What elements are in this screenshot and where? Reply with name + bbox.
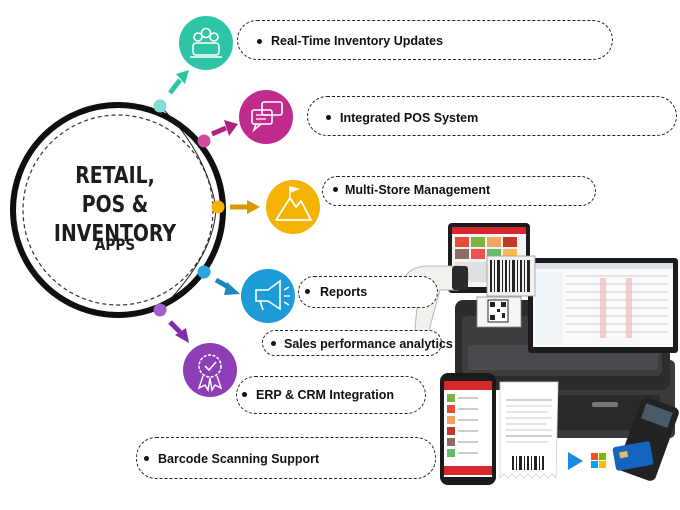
mountain-flag-icon: [266, 180, 320, 234]
qr-code-label: [476, 296, 522, 328]
arrow-teal-icon: [168, 70, 189, 95]
hub-title-line2: INVENTORY: [53, 221, 177, 247]
play-store-icon: [568, 452, 583, 470]
bullet: [242, 392, 247, 397]
hub-subtitle: APPS: [94, 235, 136, 254]
pos-hardware-illustration: [401, 223, 679, 485]
feature-pill-integrated-pos: [307, 96, 677, 136]
arrow-blue-icon: [214, 277, 240, 295]
smartphone: [440, 373, 496, 485]
chat-icon: [239, 90, 293, 144]
connector-dot-teal: [153, 99, 167, 113]
feature-label-erp-crm: ERP & CRM Integration: [256, 388, 394, 402]
feature-pill-real-time-inventory: [237, 20, 613, 60]
feature-label-reports: Reports: [320, 285, 368, 299]
bullet: [305, 289, 310, 294]
hub-title-line1: RETAIL, POS &: [75, 163, 155, 218]
feature-label-barcode-scanning: Barcode Scanning Support: [158, 452, 320, 466]
arrow-purple-icon: [168, 320, 189, 343]
bullet: [326, 115, 331, 120]
feature-label-integrated-pos: Integrated POS System: [340, 111, 479, 125]
credit-card: [612, 441, 654, 471]
connector-dot-blue: [197, 265, 211, 279]
connector-dot-yellow: [211, 200, 225, 214]
feature-label-multi-store: Multi-Store Management: [345, 183, 491, 197]
bullet: [144, 456, 149, 461]
bullet: [333, 187, 338, 192]
award-badge-icon: [183, 343, 237, 397]
connector-dot-purple: [153, 303, 167, 317]
feature-label-real-time-inventory: Real-Time Inventory Updates: [271, 34, 444, 48]
feature-label-sales-analytics: Sales performance analytics: [284, 337, 453, 351]
connector-dot-magenta: [197, 134, 211, 148]
arrow-magenta-icon: [211, 120, 238, 137]
feature-pill-barcode-scanning: [136, 437, 436, 479]
hub-title: RETAIL, POS & INVENTORY: [54, 162, 177, 249]
feature-pill-erp-crm: [236, 376, 426, 414]
feature-pill-multi-store: [322, 176, 596, 206]
megaphone-icon: [241, 269, 295, 323]
bullet: [257, 39, 262, 44]
feature-pill-reports: [298, 276, 438, 308]
windows-icon: [591, 453, 606, 468]
arrow-yellow-icon: [230, 200, 260, 214]
bullet: [271, 341, 276, 346]
barcode-label: [486, 255, 536, 297]
feature-pill-sales-analytics: [262, 330, 442, 356]
team-icon: [179, 16, 233, 70]
receipt-paper: [499, 381, 559, 479]
